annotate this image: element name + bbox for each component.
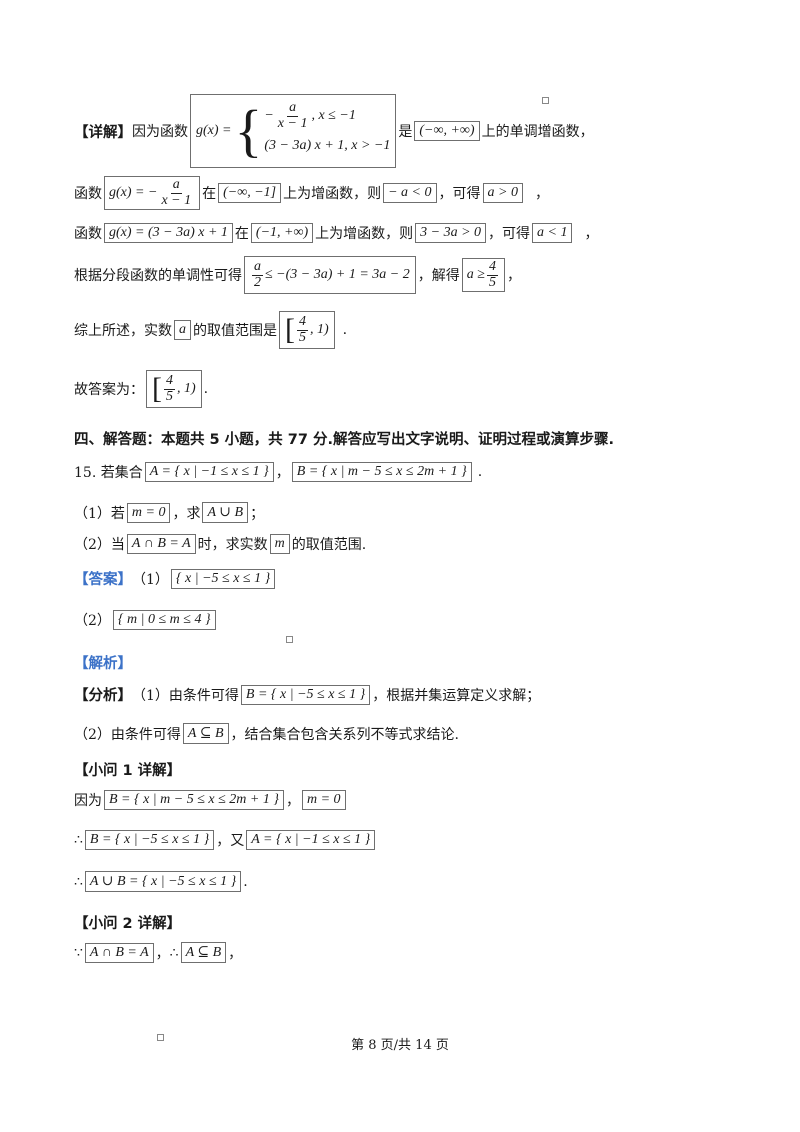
result: a < 1 [532, 223, 573, 243]
answer-part1: 【答案】 （1） { x | −5 ≤ x ≤ 1 } [74, 568, 277, 589]
union-result: A ∪ B = { x | −5 ≤ x ≤ 1 } [84, 871, 242, 892]
question-15-part2: （2）当 A ∩ B = A 时，求实数 m 的取值范围. [74, 534, 367, 554]
sub1-heading: 【小问 1 详解】 [74, 763, 182, 779]
sub1-line2: ∴ B = { x | −5 ≤ x ≤ 1 } ，又 A = { x | −1… [74, 830, 377, 850]
set-b-def: B = { x | m − 5 ≤ x ≤ 2m + 1 } [104, 790, 284, 810]
page-footer: 第 8 页/共 14 页 [351, 1038, 449, 1053]
section-heading: 四、解答题：本题共 5 小题，共 77 分.解答应写出文字说明、证明过程或演算步… [74, 432, 614, 448]
variable-a: a [174, 320, 191, 341]
answer-2: { m | 0 ≤ m ≤ 4 } [112, 610, 216, 630]
domain-interval: (−∞, +∞) [414, 121, 480, 141]
text: 上的单调增函数， [481, 124, 594, 140]
marker-square [542, 97, 549, 104]
intersection-expr: A ∩ B = A [84, 942, 154, 963]
set-b-result: B = { x | −5 ≤ x ≤ 1 } [240, 684, 371, 705]
answer-part2: （2） { m | 0 ≤ m ≤ 4 } [74, 610, 218, 630]
answer-label: 【答案】 [74, 572, 132, 588]
subset-expr: A ⊆ B [182, 723, 229, 744]
sub2-line1: ∵ A ∩ B = A ， ∴ A ⊆ B ， [74, 942, 242, 963]
sub2-heading: 【小问 2 详解】 [74, 916, 182, 932]
set-b: B = { x | m − 5 ≤ x ≤ 2m + 1 } [291, 462, 472, 482]
marker-square [157, 1034, 164, 1041]
line3: 函数 g(x) = (3 − 3a) x + 1 在 (−1, +∞) 上为增函… [74, 223, 599, 243]
condition: − a < 0 [383, 183, 437, 204]
interval-left: (−∞, −1] [218, 183, 282, 204]
set-a: A = { x | −1 ≤ x ≤ 1 } [144, 462, 274, 482]
union-expr: A ∪ B [202, 502, 249, 523]
m-value: m = 0 [301, 790, 346, 810]
condition: 3 − 3a > 0 [415, 223, 487, 243]
g-linear: g(x) = (3 − 3a) x + 1 [104, 223, 233, 243]
intersection-expr: A ∩ B = A [126, 534, 196, 554]
m-value: m = 0 [126, 502, 171, 523]
set-b-result: B = { x | −5 ≤ x ≤ 1 } [84, 830, 215, 850]
question-15-part1: （1）若 m = 0 ，求 A ∪ B ； [74, 502, 264, 523]
fenxi-line2: （2）由条件可得 A ⊆ B ，结合集合包含关系列不等式求结论. [74, 723, 459, 744]
fenxi-line1: 【分析】 （1）由条件可得 B = { x | −5 ≤ x ≤ 1 } ，根据… [74, 684, 541, 705]
detail-label: 【详解】 [74, 124, 132, 141]
result: a > 0 [482, 183, 523, 204]
variable-m: m [269, 534, 290, 554]
text: 是 [398, 124, 413, 140]
text: 因为函数 [132, 124, 188, 140]
marker-square [286, 636, 293, 643]
sub1-line1: 因为 B = { x | m − 5 ≤ x ≤ 2m + 1 } ， m = … [74, 790, 348, 810]
subset-expr: A ⊆ B [180, 942, 227, 963]
set-a-def: A = { x | −1 ≤ x ≤ 1 } [246, 830, 376, 850]
interval-right: (−1, +∞) [250, 223, 314, 243]
sub1-line3: ∴ A ∪ B = { x | −5 ≤ x ≤ 1 } . [74, 871, 248, 892]
analysis-heading: 【解析】 [74, 656, 132, 672]
question-15: 15. 若集合 A = { x | −1 ≤ x ≤ 1 } ， B = { x… [74, 462, 483, 482]
answer-1: { x | −5 ≤ x ≤ 1 } [170, 568, 276, 589]
